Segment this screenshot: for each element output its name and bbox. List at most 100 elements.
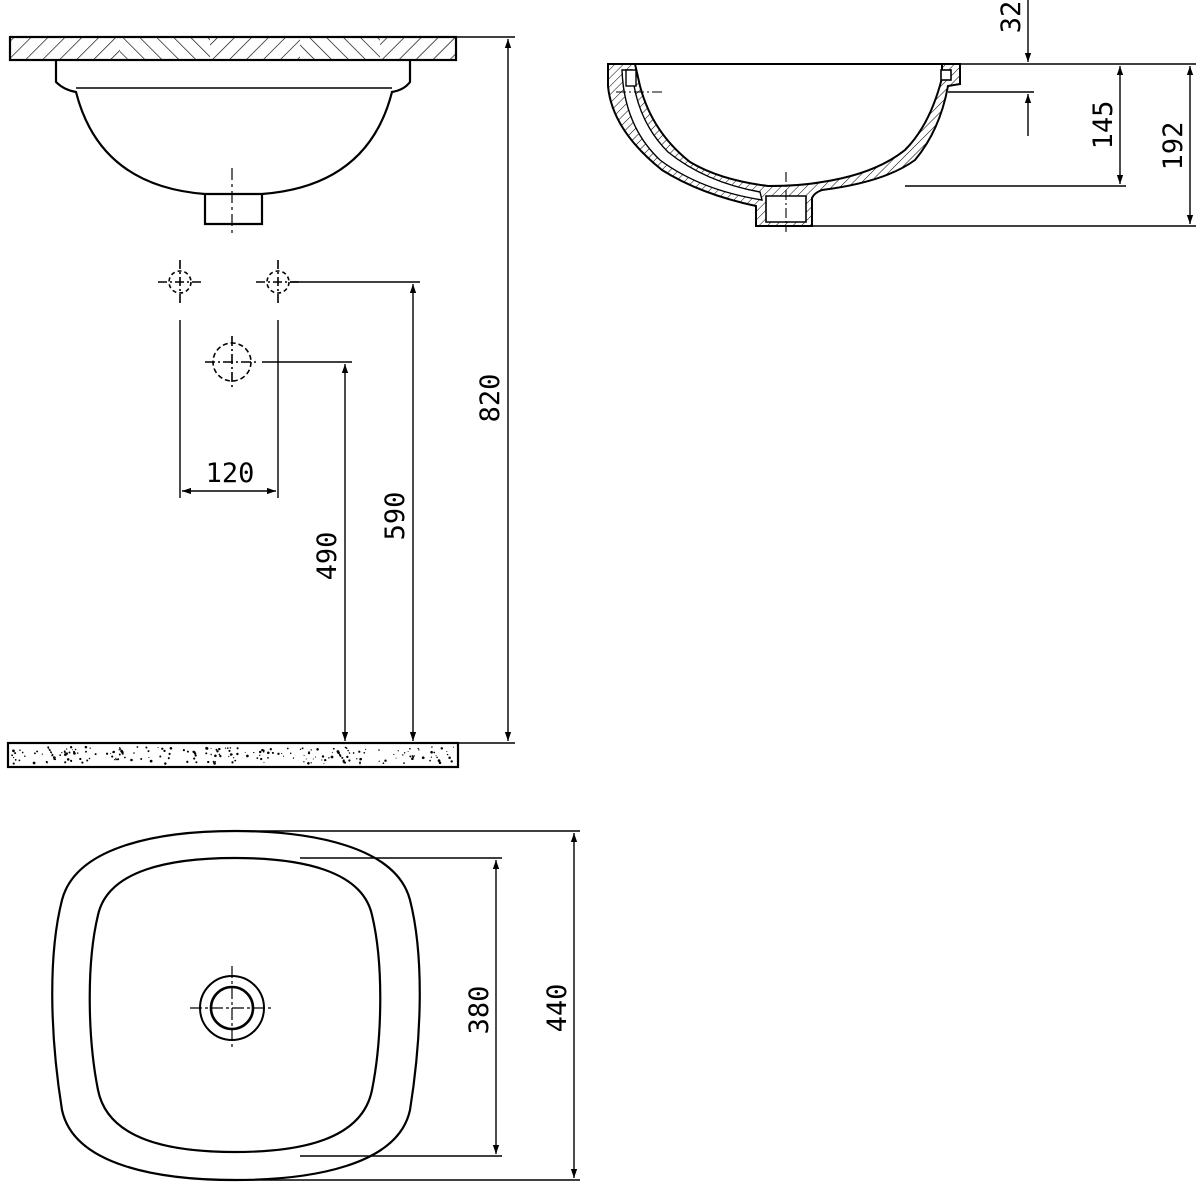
floor-speckle-dot [210, 753, 212, 756]
floor-speckle-dot [430, 756, 433, 758]
floor-speckle-dot [213, 762, 216, 765]
floor-speckle-dot [328, 757, 330, 759]
floor-speckle-dot [261, 748, 264, 752]
floor-speckle-dot [195, 761, 198, 764]
floor-speckle-dot [307, 762, 310, 765]
floor-speckle-dot [352, 752, 355, 754]
floor-speckle-dot [330, 755, 334, 759]
floor-speckle-dot [71, 749, 73, 751]
floor-speckle-dot [147, 750, 150, 753]
floor-speckle-dot [228, 749, 231, 752]
floor-speckle-dot [292, 757, 295, 759]
floor-speckle-dot [323, 763, 325, 765]
floor-speckle-dot [136, 746, 139, 748]
floor-speckle-dot [118, 749, 120, 751]
floor-speckle-dot [148, 756, 150, 759]
floor-speckle-dot [324, 758, 327, 762]
floor-speckle-dot [259, 754, 261, 756]
floor-speckle-dot [70, 759, 73, 763]
floor-speckle-dot [49, 749, 51, 752]
floor-speckle-dot [112, 751, 114, 753]
floor-speckle-dot [121, 750, 124, 754]
floor-speckle-dot [277, 752, 280, 755]
floor-speckle-dot [382, 762, 385, 765]
floor-speckle-dot [186, 750, 189, 753]
floor-speckle-dot [163, 749, 166, 753]
floor-speckle-dot [450, 760, 453, 763]
floor-speckle-dot [402, 754, 404, 756]
floor-speckle-dot [61, 752, 63, 754]
floor-speckle-dot [216, 750, 219, 753]
floor-speckle-dot [159, 755, 162, 758]
floor-speckle-dot [303, 754, 305, 756]
floor-speckle-dot [436, 756, 438, 759]
floor-speckle-dot [409, 747, 411, 750]
rim-square [940, 69, 952, 81]
floor-speckle-dot [403, 752, 406, 754]
floor-speckle-dot [344, 746, 347, 749]
floor-speckle-dot [303, 761, 305, 763]
floor-speckle-dot [258, 750, 262, 754]
floor-speckle-dot [332, 747, 335, 750]
floor-speckle-dot [271, 751, 274, 754]
floor-speckle-dot [439, 761, 441, 763]
floor-speckle-dot [356, 758, 358, 760]
floor-speckle-dot [114, 758, 116, 761]
floor-speckle-dot [316, 748, 319, 751]
floor-speckle-dot [205, 752, 208, 755]
floor-speckle-dot [214, 761, 217, 763]
floor-speckle-dot [12, 749, 15, 753]
basin-outline [54, 60, 412, 196]
floor-speckle-dot [88, 757, 91, 760]
floor-speckle-dot [72, 750, 76, 754]
floor-speckle-dot [110, 753, 112, 755]
dim-tap-spacing: 120 [206, 458, 255, 489]
floor-speckle-dot [409, 755, 412, 758]
floor-speckle-dot [395, 757, 397, 759]
floor-speckle-dot [64, 751, 66, 754]
floor-speckle-dot [11, 754, 14, 757]
floor-speckle-dot [32, 761, 36, 765]
floor-speckle-dot [149, 759, 153, 763]
floor-speckle-dot [18, 759, 21, 762]
floor-speckle-dot [305, 758, 307, 760]
floor-speckle-dot [24, 755, 26, 757]
section-overflow-channel [621, 69, 763, 201]
floor-speckle-dot [51, 755, 53, 757]
floor-speckle-dot [33, 752, 36, 755]
floor-speckle-dot [105, 752, 109, 755]
waste-hole [205, 336, 259, 388]
floor-speckle-dot [194, 754, 197, 757]
floor-speckle-dot [111, 755, 114, 758]
floor-speckle-dot [140, 758, 143, 760]
overflow-slot [625, 69, 637, 87]
dim-tap-height: 590 [380, 492, 411, 541]
floor-speckle-dot [21, 751, 24, 754]
floor-speckle-dot [418, 749, 420, 751]
floor-speckle-dot [133, 752, 135, 754]
floor-speckle-dot [397, 750, 399, 752]
floor-speckle-dot [321, 755, 325, 758]
section-bowl-inner [633, 63, 943, 188]
floor-speckle-dot [231, 761, 234, 764]
floor-speckle-dot [359, 757, 362, 761]
floor-speckle-dot [81, 761, 84, 764]
floor-speckle-dot [256, 757, 259, 759]
floor-speckle-dot [53, 756, 56, 760]
floor-speckle-dot [232, 757, 235, 759]
floor-speckle-dot [393, 753, 395, 756]
floor-speckle-dot [446, 753, 449, 756]
floor-speckle-dot [321, 759, 323, 761]
floor-speckle-dot [301, 747, 304, 750]
floor-speckle-dot [421, 756, 425, 760]
floor-speckle-dot [218, 747, 221, 751]
floor-speckle-dot [74, 748, 77, 751]
floor-speckle-dot [348, 759, 351, 762]
floor-speckle-dot [378, 760, 380, 762]
floor-speckle-dot [118, 753, 121, 756]
dim-rim-thickness: 32 [996, 1, 1027, 34]
floor-speckle-dot [64, 761, 67, 764]
floor-speckle-dot [364, 748, 367, 750]
floor-speckle-dot [210, 747, 212, 750]
floor-speckle-dot [14, 752, 17, 755]
